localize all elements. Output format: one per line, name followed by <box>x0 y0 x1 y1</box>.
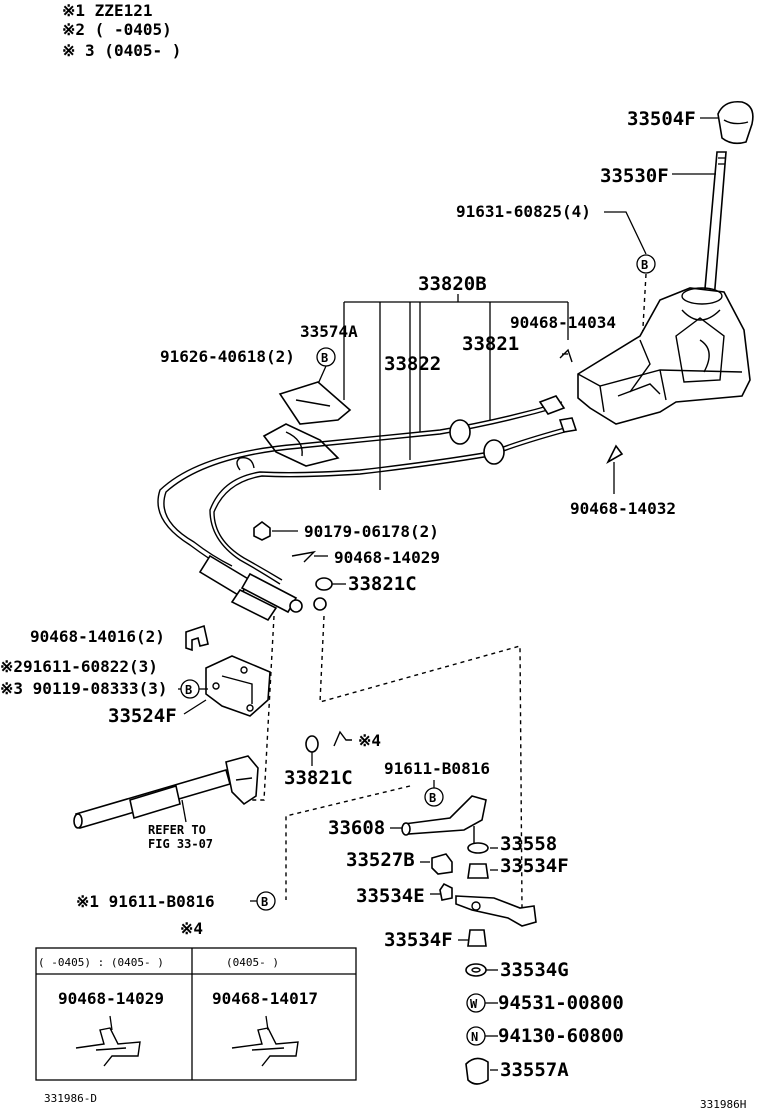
label-91611-60822: ※291611-60822(3) <box>0 657 158 676</box>
label-33822: 33822 <box>384 353 441 375</box>
table-header-2: (0405- ) <box>226 956 279 969</box>
svg-text:N: N <box>471 1030 478 1044</box>
table-cell-1: 90468-14029 <box>58 989 164 1008</box>
cover-plate-part <box>278 381 352 425</box>
bushing-33534F-icon <box>467 929 487 947</box>
nut-90179-part <box>253 521 271 541</box>
label-33534G: 33534G <box>500 959 569 981</box>
label-90119-08333: ※3 90119-08333(3) <box>0 679 168 698</box>
label-33527B: 33527B <box>346 849 415 871</box>
label-33821: 33821 <box>462 333 519 355</box>
note-2: ※2 ( -0405) <box>62 20 172 39</box>
bolt-ref-b-icon <box>424 787 444 807</box>
svg-text:B: B <box>641 258 648 272</box>
svg-text:B: B <box>185 683 192 697</box>
cap-33557A-icon <box>465 1057 489 1085</box>
label-33524F: 33524F <box>108 705 177 727</box>
table-cell-2: 90468-14017 <box>212 989 318 1008</box>
washer-33534G-icon <box>465 963 487 977</box>
table-header-1: ( -0405) : (0405- ) <box>38 956 164 969</box>
clip-90468-14029-icon <box>291 550 317 563</box>
bolt-ref-b-icon <box>636 254 656 274</box>
figure-code-left: 331986-D <box>44 1092 97 1105</box>
label-90468-14016: 90468-14016(2) <box>30 627 165 646</box>
label-33608: 33608 <box>328 817 385 839</box>
label-33534E: 33534E <box>356 885 425 907</box>
label-33558: 33558 <box>500 833 557 855</box>
cable-bracket-part <box>262 423 340 467</box>
label-90179-06178: 90179-06178(2) <box>304 522 439 541</box>
bushing-33821C-icon <box>315 577 333 591</box>
label-33574A: 33574A <box>300 322 358 341</box>
clip-90468-14029-icon <box>75 1015 141 1067</box>
note-1: ※1 ZZE121 <box>62 1 152 20</box>
shift-housing-part <box>577 287 751 425</box>
shift-cables <box>157 395 578 622</box>
label-star4: ※4 <box>358 731 381 750</box>
label-90468-14034: 90468-14034 <box>510 313 616 332</box>
svg-text:W: W <box>470 997 478 1011</box>
note-3: ※ 3 (0405- ) <box>62 41 181 60</box>
clip-90468-14032-icon <box>606 444 624 465</box>
clip-90468-14034-icon <box>559 348 573 363</box>
figure-code-right: 331986H <box>700 1098 746 1111</box>
clip-90468-14016-part <box>185 624 209 652</box>
label-33504F: 33504F <box>627 108 696 130</box>
bracket-33524F-part <box>205 655 271 717</box>
label-91631-60825: 91631-60825(4) <box>456 202 591 221</box>
bushing-33534F-icon <box>467 863 489 879</box>
svg-text:B: B <box>321 351 328 365</box>
label-94531-00800: 94531-00800 <box>498 992 624 1014</box>
refer-text-1: REFER TO <box>148 823 206 837</box>
washer-33558-icon <box>467 842 489 854</box>
label-33530F: 33530F <box>600 165 669 187</box>
clip-90468-14017-icon <box>231 1015 299 1067</box>
label-90468-14029: 90468-14029 <box>334 548 440 567</box>
svg-text:B: B <box>261 895 268 909</box>
shift-knob-part <box>717 100 754 145</box>
lever-33608-part <box>401 795 487 844</box>
bushing-33821C-icon <box>305 735 319 753</box>
transmission-shaft-part <box>73 755 259 829</box>
label-33557A: 33557A <box>500 1059 569 1081</box>
svg-text:B: B <box>429 791 436 805</box>
label-33821C-b: 33821C <box>284 767 353 789</box>
label-33820B: 33820B <box>418 273 487 295</box>
lever-33534E-part <box>439 882 537 927</box>
label-90468-14032: 90468-14032 <box>570 499 676 518</box>
label-33821C-a: 33821C <box>348 573 417 595</box>
label-91626-40618: 91626-40618(2) <box>160 347 295 366</box>
variant-table: ※4 ( -0405) : (0405- ) (0405- ) 90468-14… <box>35 919 357 1081</box>
refer-text-2: FIG 33-07 <box>148 837 213 851</box>
bolt-ref-b-icon <box>256 891 276 911</box>
clip-star4-icon <box>333 730 352 747</box>
label-33534F-a: 33534F <box>500 855 569 877</box>
block-33527B-icon <box>431 853 453 875</box>
label-91611-B0816-b: ※1 91611-B0816 <box>76 892 215 911</box>
table-title: ※4 <box>180 919 203 938</box>
label-33534F-b: 33534F <box>384 929 453 951</box>
label-94130-60800: 94130-60800 <box>498 1025 624 1047</box>
label-91611-B0816-a: 91611-B0816 <box>384 759 490 778</box>
